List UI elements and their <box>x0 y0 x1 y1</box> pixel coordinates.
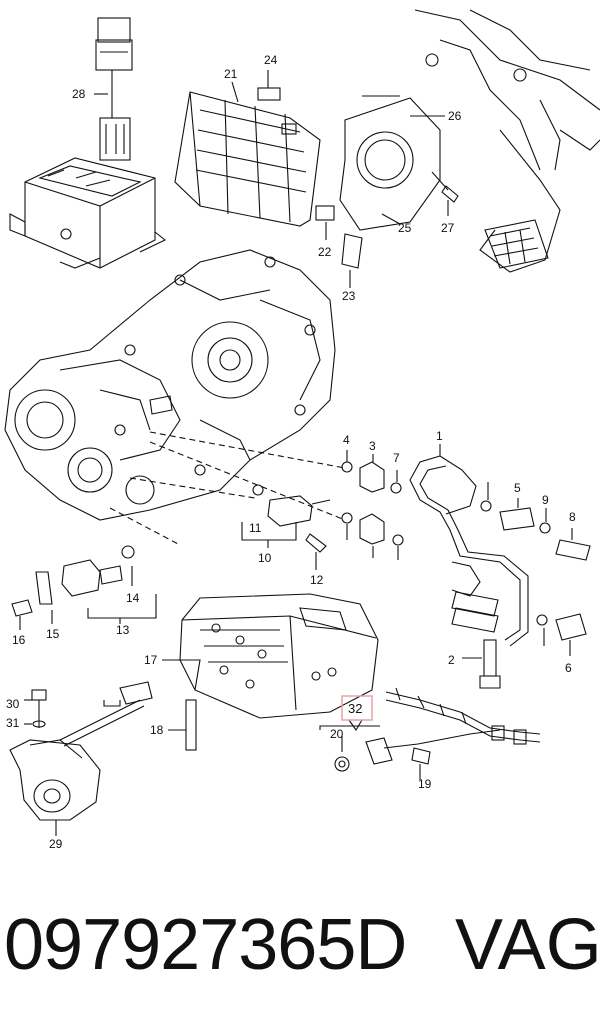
callout-label: 4 <box>343 433 350 447</box>
callout-label: 16 <box>12 633 26 647</box>
pedal-assembly <box>414 9 600 273</box>
brand-caption: VAG <box>455 905 600 985</box>
callout-label: 21 <box>224 67 238 81</box>
callout-label: 17 <box>144 653 158 667</box>
callout-label: 14 <box>126 591 140 605</box>
callout-label: 2 <box>448 653 455 667</box>
valve-body <box>162 593 379 719</box>
callout-label: 27 <box>441 221 455 235</box>
wiring-harness <box>385 687 541 745</box>
callout-label: 24 <box>264 53 278 67</box>
temperature-sensor <box>11 545 157 630</box>
gearbox-control-unit <box>174 70 321 227</box>
part-22 <box>315 205 335 221</box>
highlighted-callout-32[interactable]: 32 <box>341 695 373 721</box>
callout-label: 12 <box>310 573 324 587</box>
bracket-plate <box>339 95 441 231</box>
callout-label: 19 <box>418 777 432 791</box>
callout-label: 3 <box>369 439 376 453</box>
callout-label: 30 <box>6 697 20 711</box>
callout-label: 5 <box>514 481 521 495</box>
callout-label: 26 <box>448 109 462 123</box>
callout-label: 6 <box>565 661 572 675</box>
callout-label: 25 <box>398 221 412 235</box>
bearing-bracket <box>9 681 153 836</box>
transmission-housing <box>4 249 336 521</box>
bolt-2 <box>462 639 501 689</box>
control-module-housing <box>9 157 167 269</box>
bolt-18 <box>168 699 197 751</box>
callout-label: 7 <box>393 451 400 465</box>
speed-sensor <box>252 484 331 570</box>
highlight-box <box>341 695 373 721</box>
oil-pipe-assembly <box>409 444 591 656</box>
solenoid-sensor-32 <box>319 719 431 780</box>
callout-label: 1 <box>436 429 443 443</box>
callout-label: 28 <box>72 87 86 101</box>
exploded-parts-diagram: 1 2 3 4 5 6 7 8 9 10 11 12 13 14 15 16 1… <box>4 9 600 851</box>
callout-label: 10 <box>258 551 272 565</box>
callout-labels: 1 2 3 4 5 6 7 8 9 10 11 12 13 14 15 16 1… <box>6 53 576 851</box>
callout-label: 22 <box>318 245 332 259</box>
callout-label: 9 <box>542 493 549 507</box>
callout-label: 11 <box>249 521 262 535</box>
callout-label: 15 <box>46 627 60 641</box>
callout-label: 20 <box>330 727 344 741</box>
callout-label: 8 <box>569 510 576 524</box>
part-number-caption: 097927365D <box>4 905 407 985</box>
callout-label: 23 <box>342 289 356 303</box>
callout-label: 29 <box>49 837 63 851</box>
callout-label: 13 <box>116 623 130 637</box>
leader-dashes-housing <box>109 431 346 546</box>
relay-part <box>95 17 133 161</box>
sensor-plugs <box>341 450 404 560</box>
callout-label: 31 <box>6 716 20 730</box>
callout-label-highlighted: 32 <box>348 701 362 716</box>
part-23 <box>341 233 363 269</box>
callout-label: 18 <box>150 723 164 737</box>
